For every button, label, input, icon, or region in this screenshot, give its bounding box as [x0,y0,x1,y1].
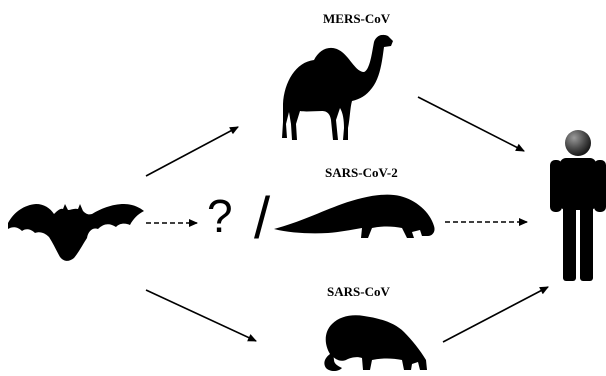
label-sars-cov-2: SARS-CoV-2 [325,165,398,180]
bat-icon [8,204,144,261]
civet-icon [324,315,427,371]
arrow-civet-to-human [442,286,549,343]
separator-slash: / [254,186,271,251]
camel-icon [282,34,393,140]
arrow-bat-to-camel [145,126,239,177]
label-mers-cov: MERS-CoV [323,11,391,26]
human-head [565,130,591,156]
pangolin-icon [274,194,435,238]
human-icon [550,130,606,281]
unknown-host-question-mark: ? [207,190,233,242]
label-sars-cov: SARS-CoV [327,284,390,299]
arrow-bat-to-civet [145,289,257,342]
arrow-camel-to-human [417,96,525,152]
